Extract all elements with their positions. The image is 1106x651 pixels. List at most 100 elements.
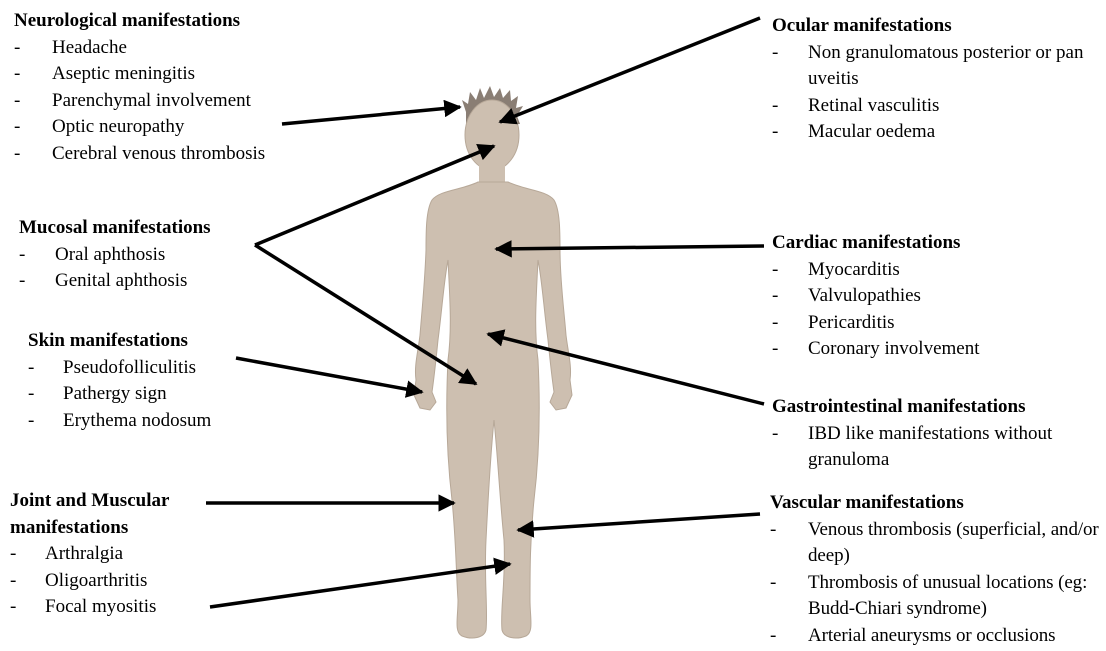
dash-marker: - [10,568,45,595]
body-silhouette [414,182,572,638]
item-list: -IBD like manifestations without granulo… [772,421,1102,474]
item-list: -Venous thrombosis (superficial, and/or … [770,517,1104,650]
dash-marker: - [772,119,808,146]
dash-marker: - [14,114,52,141]
list-item: -Pericarditis [772,310,1092,337]
list-item: -Erythema nodosum [28,408,288,435]
dash-marker: - [19,242,55,269]
list-item-text: Aseptic meningitis [52,61,324,88]
item-list: -Headache-Aseptic meningitis-Parenchymal… [14,35,324,168]
list-item: -Parenchymal involvement [14,88,324,115]
list-item: -Coronary involvement [772,336,1092,363]
list-item-text: Genital aphthosis [55,268,279,295]
dash-marker: - [14,61,52,88]
dash-marker: - [770,623,808,650]
list-item: -Thrombosis of unusual locations (eg: Bu… [770,570,1104,623]
dash-marker: - [772,336,808,363]
group-title: Ocular manifestations [772,13,1102,40]
list-item: -Valvulopathies [772,283,1092,310]
dash-marker: - [19,268,55,295]
arrow-vascular [518,514,760,530]
list-item-text: Parenchymal involvement [52,88,324,115]
dash-marker: - [14,88,52,115]
neurological-manifestations: Neurological manifestations -Headache-As… [14,8,324,167]
mucosal-manifestations: Mucosal manifestations -Oral aphthosis-G… [19,215,279,295]
list-item: -Arterial aneurysms or occlusions [770,623,1104,650]
list-item-text: Arthralgia [45,541,210,568]
list-item: -Macular oedema [772,119,1102,146]
list-item: -Headache [14,35,324,62]
list-item-text: Coronary involvement [808,336,1092,363]
group-title: Vascular manifestations [770,490,1104,517]
list-item: -Aseptic meningitis [14,61,324,88]
list-item: -IBD like manifestations without granulo… [772,421,1102,474]
skin-manifestations: Skin manifestations -Pseudofolliculitis-… [28,328,288,434]
list-item: -Oligoarthritis [10,568,210,595]
list-item-text: Erythema nodosum [63,408,288,435]
list-item: -Pseudofolliculitis [28,355,288,382]
dash-marker: - [772,283,808,310]
dash-marker: - [770,517,808,570]
list-item-text: Arterial aneurysms or occlusions [808,623,1104,650]
list-item-text: Valvulopathies [808,283,1092,310]
dash-marker: - [28,408,63,435]
list-item: -Optic neuropathy [14,114,324,141]
list-item: -Venous thrombosis (superficial, and/or … [770,517,1104,570]
list-item-text: Macular oedema [808,119,1102,146]
ocular-manifestations: Ocular manifestations -Non granulomatous… [772,13,1102,146]
list-item-text: Optic neuropathy [52,114,324,141]
list-item: -Retinal vasculitis [772,93,1102,120]
dash-marker: - [772,93,808,120]
list-item: -Myocarditis [772,257,1092,284]
list-item-text: Oligoarthritis [45,568,210,595]
cardiac-manifestations: Cardiac manifestations -Myocarditis-Valv… [772,230,1092,363]
list-item-text: IBD like manifestations without granulom… [808,421,1102,474]
list-item: -Cerebral venous thrombosis [14,141,324,168]
dash-marker: - [28,381,63,408]
dash-marker: - [772,310,808,337]
list-item-text: Thrombosis of unusual locations (eg: Bud… [808,570,1104,623]
dash-marker: - [772,40,808,93]
list-item-text: Pathergy sign [63,381,288,408]
head [465,100,519,170]
item-list: -Myocarditis-Valvulopathies-Pericarditis… [772,257,1092,363]
group-title: Cardiac manifestations [772,230,1092,257]
group-title: Gastrointestinal manifestations [772,394,1102,421]
list-item: -Focal myositis [10,594,210,621]
item-list: -Oral aphthosis-Genital aphthosis [19,242,279,295]
dash-marker: - [770,570,808,623]
list-item-text: Pseudofolliculitis [63,355,288,382]
dash-marker: - [14,35,52,62]
group-title: Neurological manifestations [14,8,324,35]
dash-marker: - [772,257,808,284]
list-item: -Pathergy sign [28,381,288,408]
group-title: Joint and Muscular manifestations [10,488,210,541]
dash-marker: - [14,141,52,168]
vascular-manifestations: Vascular manifestations -Venous thrombos… [770,490,1104,649]
list-item: -Genital aphthosis [19,268,279,295]
list-item-text: Pericarditis [808,310,1092,337]
list-item-text: Headache [52,35,324,62]
list-item: -Non granulomatous posterior or pan uvei… [772,40,1102,93]
list-item: -Oral aphthosis [19,242,279,269]
item-list: -Arthralgia-Oligoarthritis-Focal myositi… [10,541,210,621]
item-list: -Non granulomatous posterior or pan uvei… [772,40,1102,146]
group-title: Skin manifestations [28,328,288,355]
group-title: Mucosal manifestations [19,215,279,242]
list-item-text: Focal myositis [45,594,210,621]
list-item-text: Myocarditis [808,257,1092,284]
list-item-text: Retinal vasculitis [808,93,1102,120]
list-item: -Arthralgia [10,541,210,568]
dash-marker: - [10,541,45,568]
dash-marker: - [28,355,63,382]
list-item-text: Oral aphthosis [55,242,279,269]
dash-marker: - [772,421,808,474]
arrow-ocular [500,18,760,122]
gastrointestinal-manifestations: Gastrointestinal manifestations -IBD lik… [772,394,1102,474]
joint-muscular-manifestations: Joint and Muscular manifestations -Arthr… [10,488,210,621]
list-item-text: Cerebral venous thrombosis [52,141,324,168]
dash-marker: - [10,594,45,621]
item-list: -Pseudofolliculitis-Pathergy sign-Erythe… [28,355,288,435]
list-item-text: Venous thrombosis (superficial, and/or d… [808,517,1104,570]
list-item-text: Non granulomatous posterior or pan uveit… [808,40,1102,93]
